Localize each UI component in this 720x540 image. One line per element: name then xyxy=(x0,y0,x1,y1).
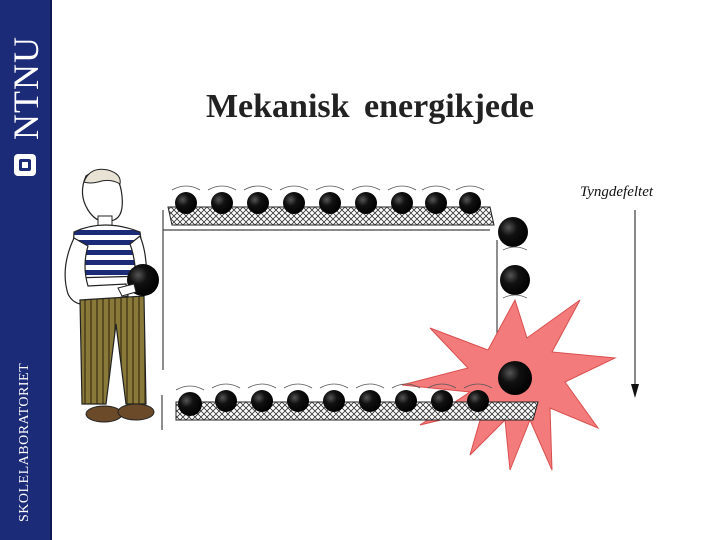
energy-chain-illustration xyxy=(64,168,639,471)
gravity-field-label: Tyngdefeltet xyxy=(580,184,654,200)
person-figure xyxy=(64,168,159,423)
sidebar-divider xyxy=(50,0,52,540)
impact-ball xyxy=(498,361,532,395)
upper-balls xyxy=(171,185,485,214)
logo-emblem-icon xyxy=(14,154,36,176)
vertical-lab-label: SKOLELABORATORIET xyxy=(17,362,32,522)
falling-balls xyxy=(498,217,530,299)
sidebar xyxy=(0,0,50,540)
gravity-arrow-icon xyxy=(631,210,639,398)
ntnu-logo: NTNU xyxy=(6,36,46,176)
lower-balls xyxy=(175,383,493,416)
slide-title: Mekanisk energikjede xyxy=(205,88,535,125)
logo-text: NTNU xyxy=(6,36,46,140)
upper-track xyxy=(167,206,495,226)
